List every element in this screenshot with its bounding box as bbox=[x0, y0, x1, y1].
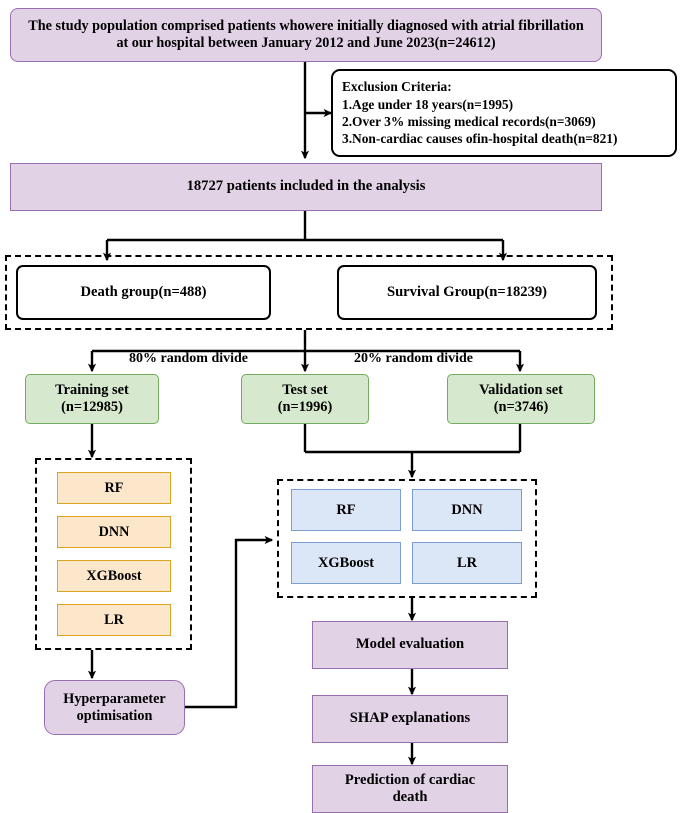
included-patients-box: 18727 patients included in the analysis bbox=[10, 163, 602, 211]
validation-set-box: Validation set (n=3746) bbox=[447, 374, 595, 424]
shap-explanations-box: SHAP explanations bbox=[312, 695, 508, 743]
evaluation-models-container bbox=[277, 479, 537, 598]
exclusion-heading: Exclusion Criteria: bbox=[342, 79, 452, 95]
exclusion-item-1: 1.Age under 18 years(n=1995) bbox=[342, 96, 514, 112]
training-model-rf: RF bbox=[57, 472, 171, 504]
model-evaluation-box: Model evaluation bbox=[312, 621, 508, 669]
evaluation-model-dnn: DNN bbox=[412, 489, 522, 531]
prediction-of-cardiac-death-box: Prediction of cardiac death bbox=[312, 765, 508, 813]
hyperparameter-label-line1: Hyperparameter bbox=[63, 690, 166, 707]
population-box: The study population comprised patients … bbox=[10, 8, 602, 62]
training-model-xgboost: XGBoost bbox=[57, 560, 171, 592]
evaluation-model-rf: RF bbox=[291, 489, 401, 531]
exclusion-item-2: 2.Over 3% missing medical records(n=3069… bbox=[342, 114, 596, 129]
split-label-20: 20% random divide bbox=[354, 351, 474, 366]
evaluation-model-lr: LR bbox=[412, 542, 522, 584]
test-set-count: (n=1996) bbox=[277, 399, 333, 415]
training-set-label: Training set bbox=[55, 382, 129, 399]
hyperparameter-label-line2: optimisation bbox=[76, 707, 153, 724]
validation-set-count: (n=3746) bbox=[493, 399, 549, 415]
training-set-box: Training set (n=12985) bbox=[25, 374, 159, 424]
evaluation-model-xgboost: XGBoost bbox=[291, 542, 401, 584]
death-group-box: Death group(n=488) bbox=[16, 265, 271, 320]
training-model-lr: LR bbox=[57, 604, 171, 636]
training-set-count: (n=12985) bbox=[61, 399, 123, 415]
test-set-box: Test set (n=1996) bbox=[241, 374, 369, 424]
exclusion-criteria-box: Exclusion Criteria: 1.Age under 18 years… bbox=[331, 69, 677, 157]
arrow-hyperparameter-to-evaluation bbox=[185, 535, 274, 709]
validation-set-label: Validation set bbox=[479, 382, 563, 399]
hyperparameter-optimisation-box: Hyperparameter optimisation bbox=[44, 680, 185, 735]
exclusion-item-3: 3.Non-cardiac causes ofin-hospital death… bbox=[342, 131, 618, 147]
training-model-dnn: DNN bbox=[57, 516, 171, 548]
survival-group-box: Survival Group(n=18239) bbox=[337, 265, 597, 320]
training-models-container bbox=[35, 458, 192, 650]
prediction-label-line2: death bbox=[392, 789, 428, 805]
prediction-label-line1: Prediction of cardiac bbox=[344, 771, 476, 788]
patient-groups-container bbox=[5, 255, 613, 330]
split-label-80: 80% random divide bbox=[129, 351, 249, 366]
test-set-label: Test set bbox=[282, 382, 328, 399]
